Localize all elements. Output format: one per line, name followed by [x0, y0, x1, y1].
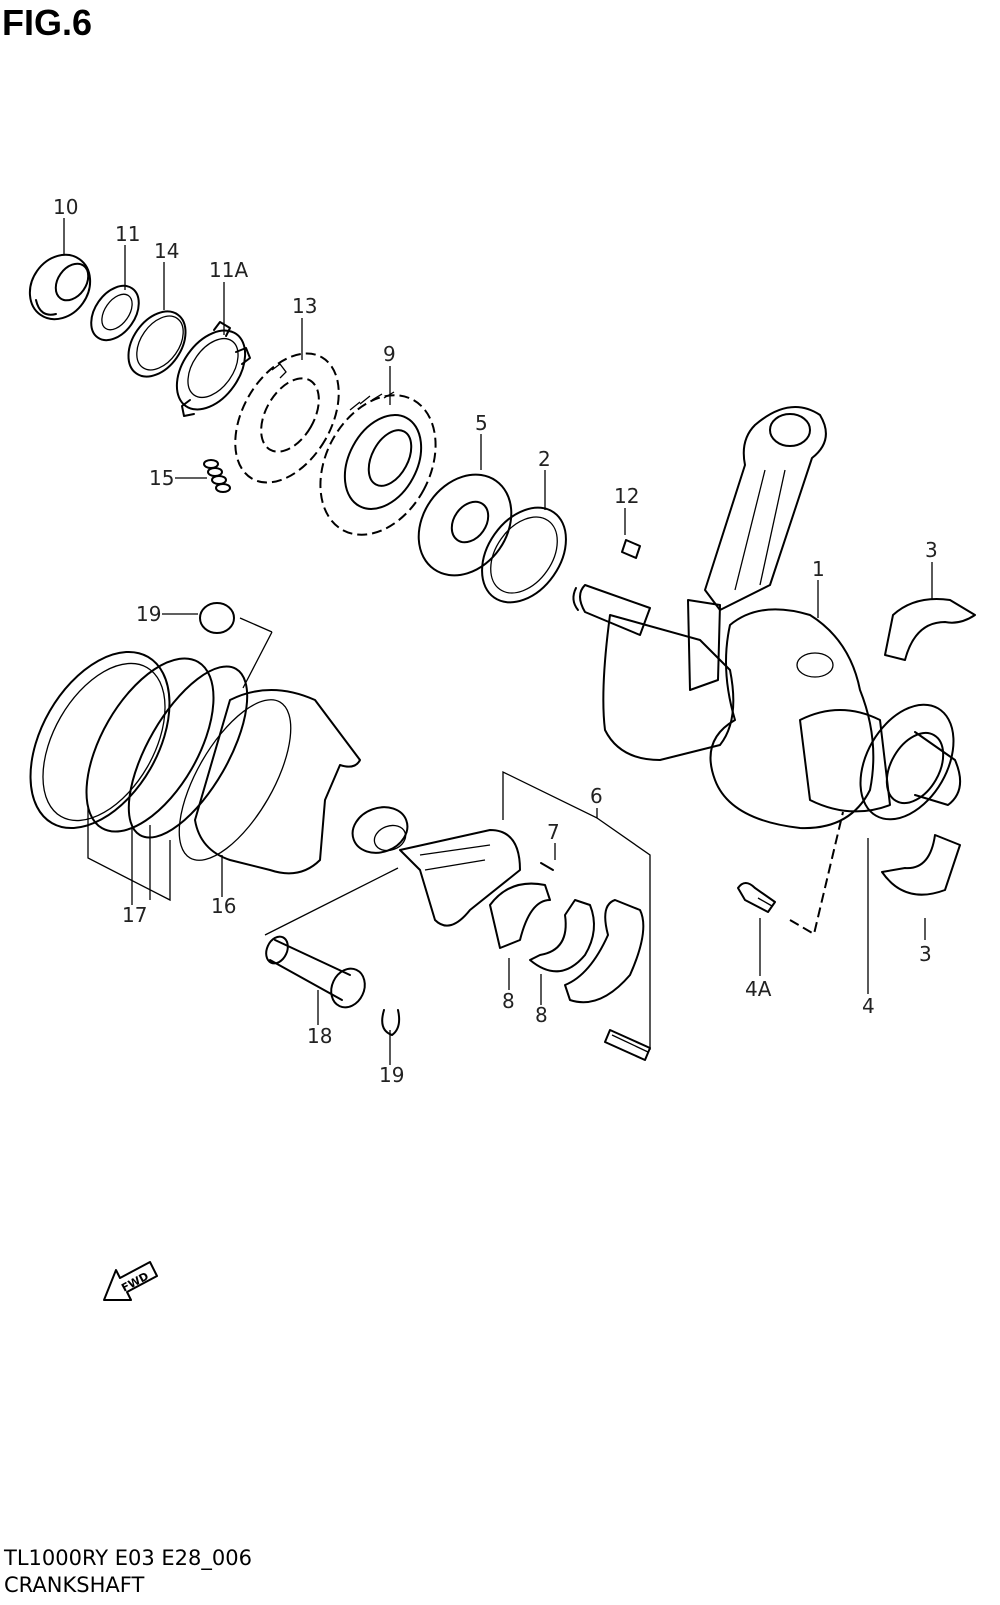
part-dowel-pin [540, 862, 554, 871]
part-connecting-rod [351, 806, 651, 1061]
callout-main-bearing-upper: 3 [925, 538, 938, 562]
callout-key: 12 [614, 484, 639, 508]
callout-piston-rings: 17 [122, 903, 147, 927]
callout-lock-washer: 11A [209, 258, 248, 282]
fwd-arrow-label: FWD [119, 1270, 151, 1295]
part-piston [178, 689, 361, 875]
part-crankshaft [572, 406, 962, 830]
callout-piston-pin-clip-bottom: 19 [379, 1063, 404, 1087]
callout-piston-pin-clip-top: 19 [136, 602, 161, 626]
part-scissors-gear [234, 352, 340, 484]
part-primary-drive-gear [319, 391, 437, 536]
part-spring [203, 459, 231, 493]
callout-scissors-gear: 13 [292, 294, 317, 318]
part-thrust-bearing [481, 506, 567, 604]
part-bolt-4a [737, 882, 776, 913]
part-lock-washer [175, 321, 251, 417]
part-main-bearing-upper [884, 598, 976, 661]
part-piston-rings [29, 650, 249, 839]
part-oil-seal [28, 253, 92, 321]
leader-lines [63, 218, 933, 1065]
callout-thrust-bearing: 2 [538, 447, 551, 471]
callout-main-bearing-lower: 3 [919, 942, 932, 966]
callout-main-bearing-bolt: 4 [862, 994, 875, 1018]
callout-circlip: 14 [154, 239, 179, 263]
part-washer-5 [417, 473, 513, 577]
fwd-arrow-icon: FWD [103, 1261, 158, 1301]
callout-piston-pin: 18 [307, 1024, 332, 1048]
part-piston-pin-clip-bottom [381, 1009, 401, 1036]
part-washer-11 [90, 284, 140, 342]
figure-title: FIG.6 [2, 2, 93, 43]
model-code: TL1000RY E03 E28_006 [4, 1546, 252, 1570]
callout-dowel-pin: 7 [547, 820, 560, 844]
part-conrod-bearing-lower [529, 899, 595, 973]
callout-connecting-rod: 6 [590, 784, 603, 808]
part-piston-pin-clip-top [199, 602, 235, 634]
callout-washer-11: 11 [115, 222, 140, 246]
callout-conrod-bearing-lower: 8 [535, 1003, 548, 1027]
part-key [621, 539, 641, 559]
part-piston-pin [265, 935, 366, 1009]
part-main-bearing-lower [881, 834, 961, 896]
callout-primary-drive-gear: 9 [383, 342, 396, 366]
callout-washer-5: 5 [475, 411, 488, 435]
callout-labels: 10 11 14 11A 13 9 5 2 12 1 3 15 19 6 7 1… [53, 195, 938, 1087]
callout-bolt-4a: 4A [745, 977, 772, 1001]
callout-oil-seal: 10 [53, 195, 78, 219]
callout-piston: 16 [211, 894, 236, 918]
callout-conrod-bearing-upper: 8 [502, 989, 515, 1013]
callout-spring: 15 [149, 466, 174, 490]
part-conrod-bearing-upper [489, 882, 551, 949]
callout-crankshaft: 1 [812, 557, 825, 581]
section-name: CRANKSHAFT [4, 1573, 145, 1597]
part-circlip [127, 310, 187, 378]
